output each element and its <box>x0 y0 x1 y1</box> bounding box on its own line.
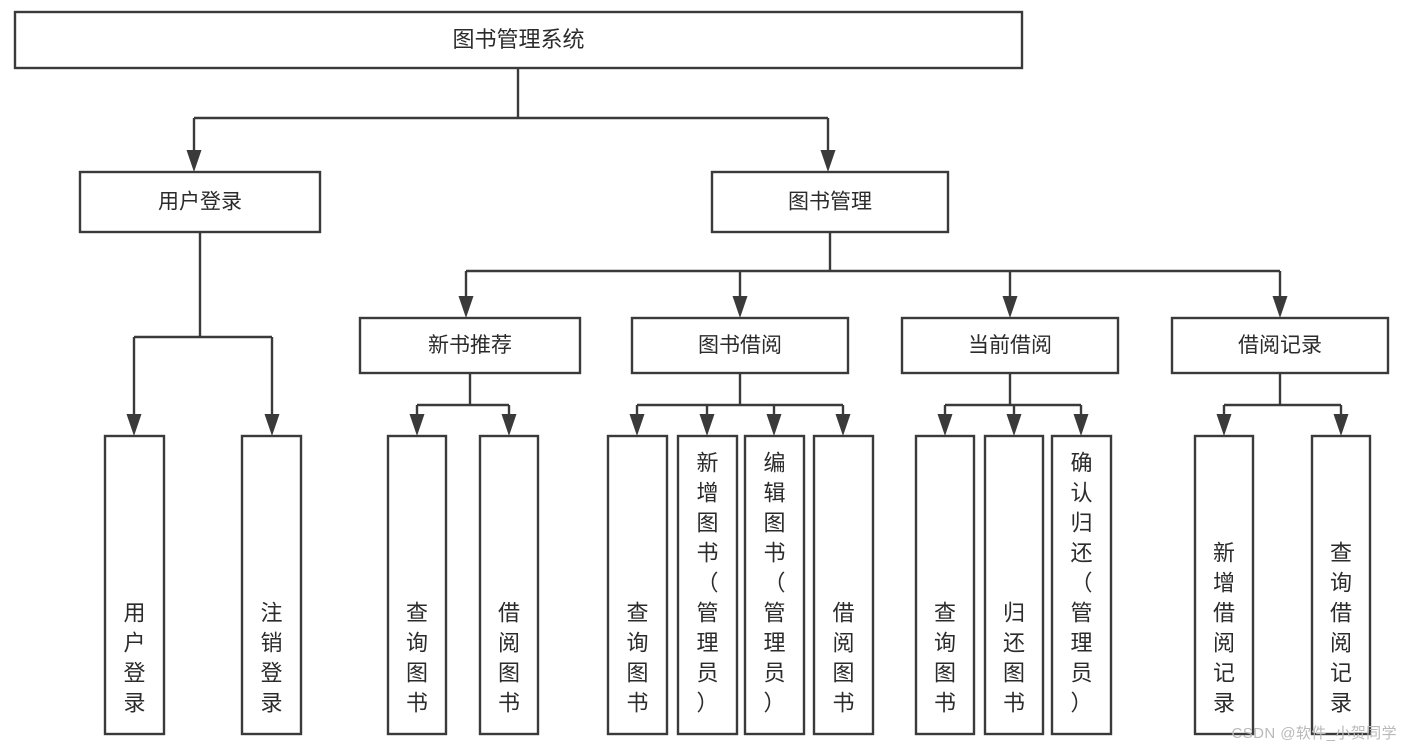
leaf-node-2-rect <box>386 434 448 736</box>
leaf-node-3-label: 借阅图书 <box>498 601 520 716</box>
arrow-head-icon <box>264 414 280 436</box>
leaf-node-9: 归还图书 <box>983 434 1045 736</box>
leaf-node-2-label: 查询图书 <box>406 601 428 716</box>
level2-node-0: 用户登录 <box>78 170 322 234</box>
connector-group-borrow-to-leaves <box>629 373 851 436</box>
leaf-node-1-label: 注销登录 <box>260 601 282 716</box>
leaf-node-11: 新增借阅记录 <box>1193 434 1255 736</box>
connector-group-root-to-level2 <box>186 68 836 172</box>
arrow-head-icon <box>820 150 836 172</box>
leaf-node-7-rect <box>812 434 875 736</box>
arrow-head-icon <box>501 414 517 436</box>
arrow-head-icon <box>732 296 748 318</box>
arrow-head-icon <box>1272 296 1288 318</box>
level3-node-0-label: 新书推荐 <box>428 334 512 357</box>
level3-node-2-label: 当前借阅 <box>968 334 1052 357</box>
arrow-head-icon <box>1216 414 1232 436</box>
arrow-head-icon <box>766 414 782 436</box>
leaf-node-4-rect <box>606 434 669 736</box>
arrow-head-icon <box>1073 414 1089 436</box>
leaf-node-7-label: 借阅图书 <box>832 601 854 716</box>
leaf-node-7: 借阅图书 <box>812 434 875 736</box>
connector-group-current-to-leaves <box>937 373 1089 436</box>
leaf-node-12-label: 查询借阅记录 <box>1330 541 1352 716</box>
root-node-rect <box>13 10 1024 70</box>
arrow-head-icon <box>835 414 851 436</box>
leaf-node-8-label: 查询图书 <box>934 601 956 716</box>
leaf-node-6-rect <box>743 434 806 736</box>
arrow-head-icon <box>126 414 142 436</box>
leaf-node-3-rect <box>478 434 540 736</box>
leaf-node-6: 编辑图书（管理员） <box>743 434 806 736</box>
level3-node-0: 新书推荐 <box>358 316 582 375</box>
root-node-label: 图书管理系统 <box>452 27 584 52</box>
level3-node-3: 借阅记录 <box>1170 316 1390 375</box>
leaf-node-9-label: 归还图书 <box>1003 601 1025 716</box>
level3-node-2: 当前借阅 <box>900 316 1120 375</box>
leaf-node-0-rect <box>103 434 166 736</box>
leaf-node-0-label: 用户登录 <box>123 601 145 716</box>
level3-node-3-label: 借阅记录 <box>1238 334 1322 357</box>
connector-group-newbook-to-leaves <box>409 373 517 436</box>
leaf-node-2: 查询图书 <box>386 434 448 736</box>
connector-group-userlogin-to-leaves <box>126 232 280 436</box>
arrow-head-icon <box>1006 414 1022 436</box>
leaf-node-5: 新增图书（管理员） <box>676 434 739 736</box>
leaf-node-5-rect <box>676 434 739 736</box>
leaf-node-8: 查询图书 <box>914 434 976 736</box>
leaf-node-5-label: 新增图书（管理员） <box>696 451 718 716</box>
level3-node-1: 图书借阅 <box>630 316 850 375</box>
level2-node-1-rect <box>710 170 950 234</box>
arrow-head-icon <box>937 414 953 436</box>
level3-node-0-rect <box>358 316 582 375</box>
level2-node-1-label: 图书管理 <box>788 191 872 214</box>
level3-node-3-rect <box>1170 316 1390 375</box>
connector-layer <box>126 68 1349 436</box>
level2-node-1: 图书管理 <box>710 170 950 234</box>
level3-node-2-rect <box>900 316 1120 375</box>
leaf-node-4: 查询图书 <box>606 434 669 736</box>
level2-node-0-label: 用户登录 <box>158 191 242 214</box>
leaf-node-1: 注销登录 <box>240 434 303 736</box>
arrow-head-icon <box>458 296 474 318</box>
leaf-node-11-rect <box>1193 434 1255 736</box>
leaf-node-11-label: 新增借阅记录 <box>1213 541 1235 716</box>
level2-node-0-rect <box>78 170 322 234</box>
leaf-node-3: 借阅图书 <box>478 434 540 736</box>
leaf-node-10-label: 确认归还（管理员） <box>1070 451 1092 716</box>
arrow-head-icon <box>629 414 645 436</box>
connector-group-bookmgmt-to-level3 <box>458 232 1288 318</box>
leaf-node-4-label: 查询图书 <box>626 601 648 716</box>
csdn-watermark: CSDN @软件_小贺同学 <box>1231 725 1397 742</box>
arrow-head-icon <box>1002 296 1018 318</box>
root-node: 图书管理系统 <box>13 10 1024 70</box>
leaf-node-6-label: 编辑图书（管理员） <box>763 451 785 716</box>
leaf-node-10: 确认归还（管理员） <box>1050 434 1113 736</box>
leaf-node-10-rect <box>1050 434 1113 736</box>
leaf-node-0: 用户登录 <box>103 434 166 736</box>
arrow-head-icon <box>699 414 715 436</box>
arrow-head-icon <box>186 150 202 172</box>
level3-node-1-rect <box>630 316 850 375</box>
arrow-head-icon <box>409 414 425 436</box>
level3-node-1-label: 图书借阅 <box>698 334 782 357</box>
connector-group-record-to-leaves <box>1216 373 1349 436</box>
leaf-node-9-rect <box>983 434 1045 736</box>
leaf-node-1-rect <box>240 434 303 736</box>
arrow-head-icon <box>1333 414 1349 436</box>
leaf-node-12: 查询借阅记录 <box>1310 434 1372 736</box>
leaf-node-12-rect <box>1310 434 1372 736</box>
leaf-node-8-rect <box>914 434 976 736</box>
